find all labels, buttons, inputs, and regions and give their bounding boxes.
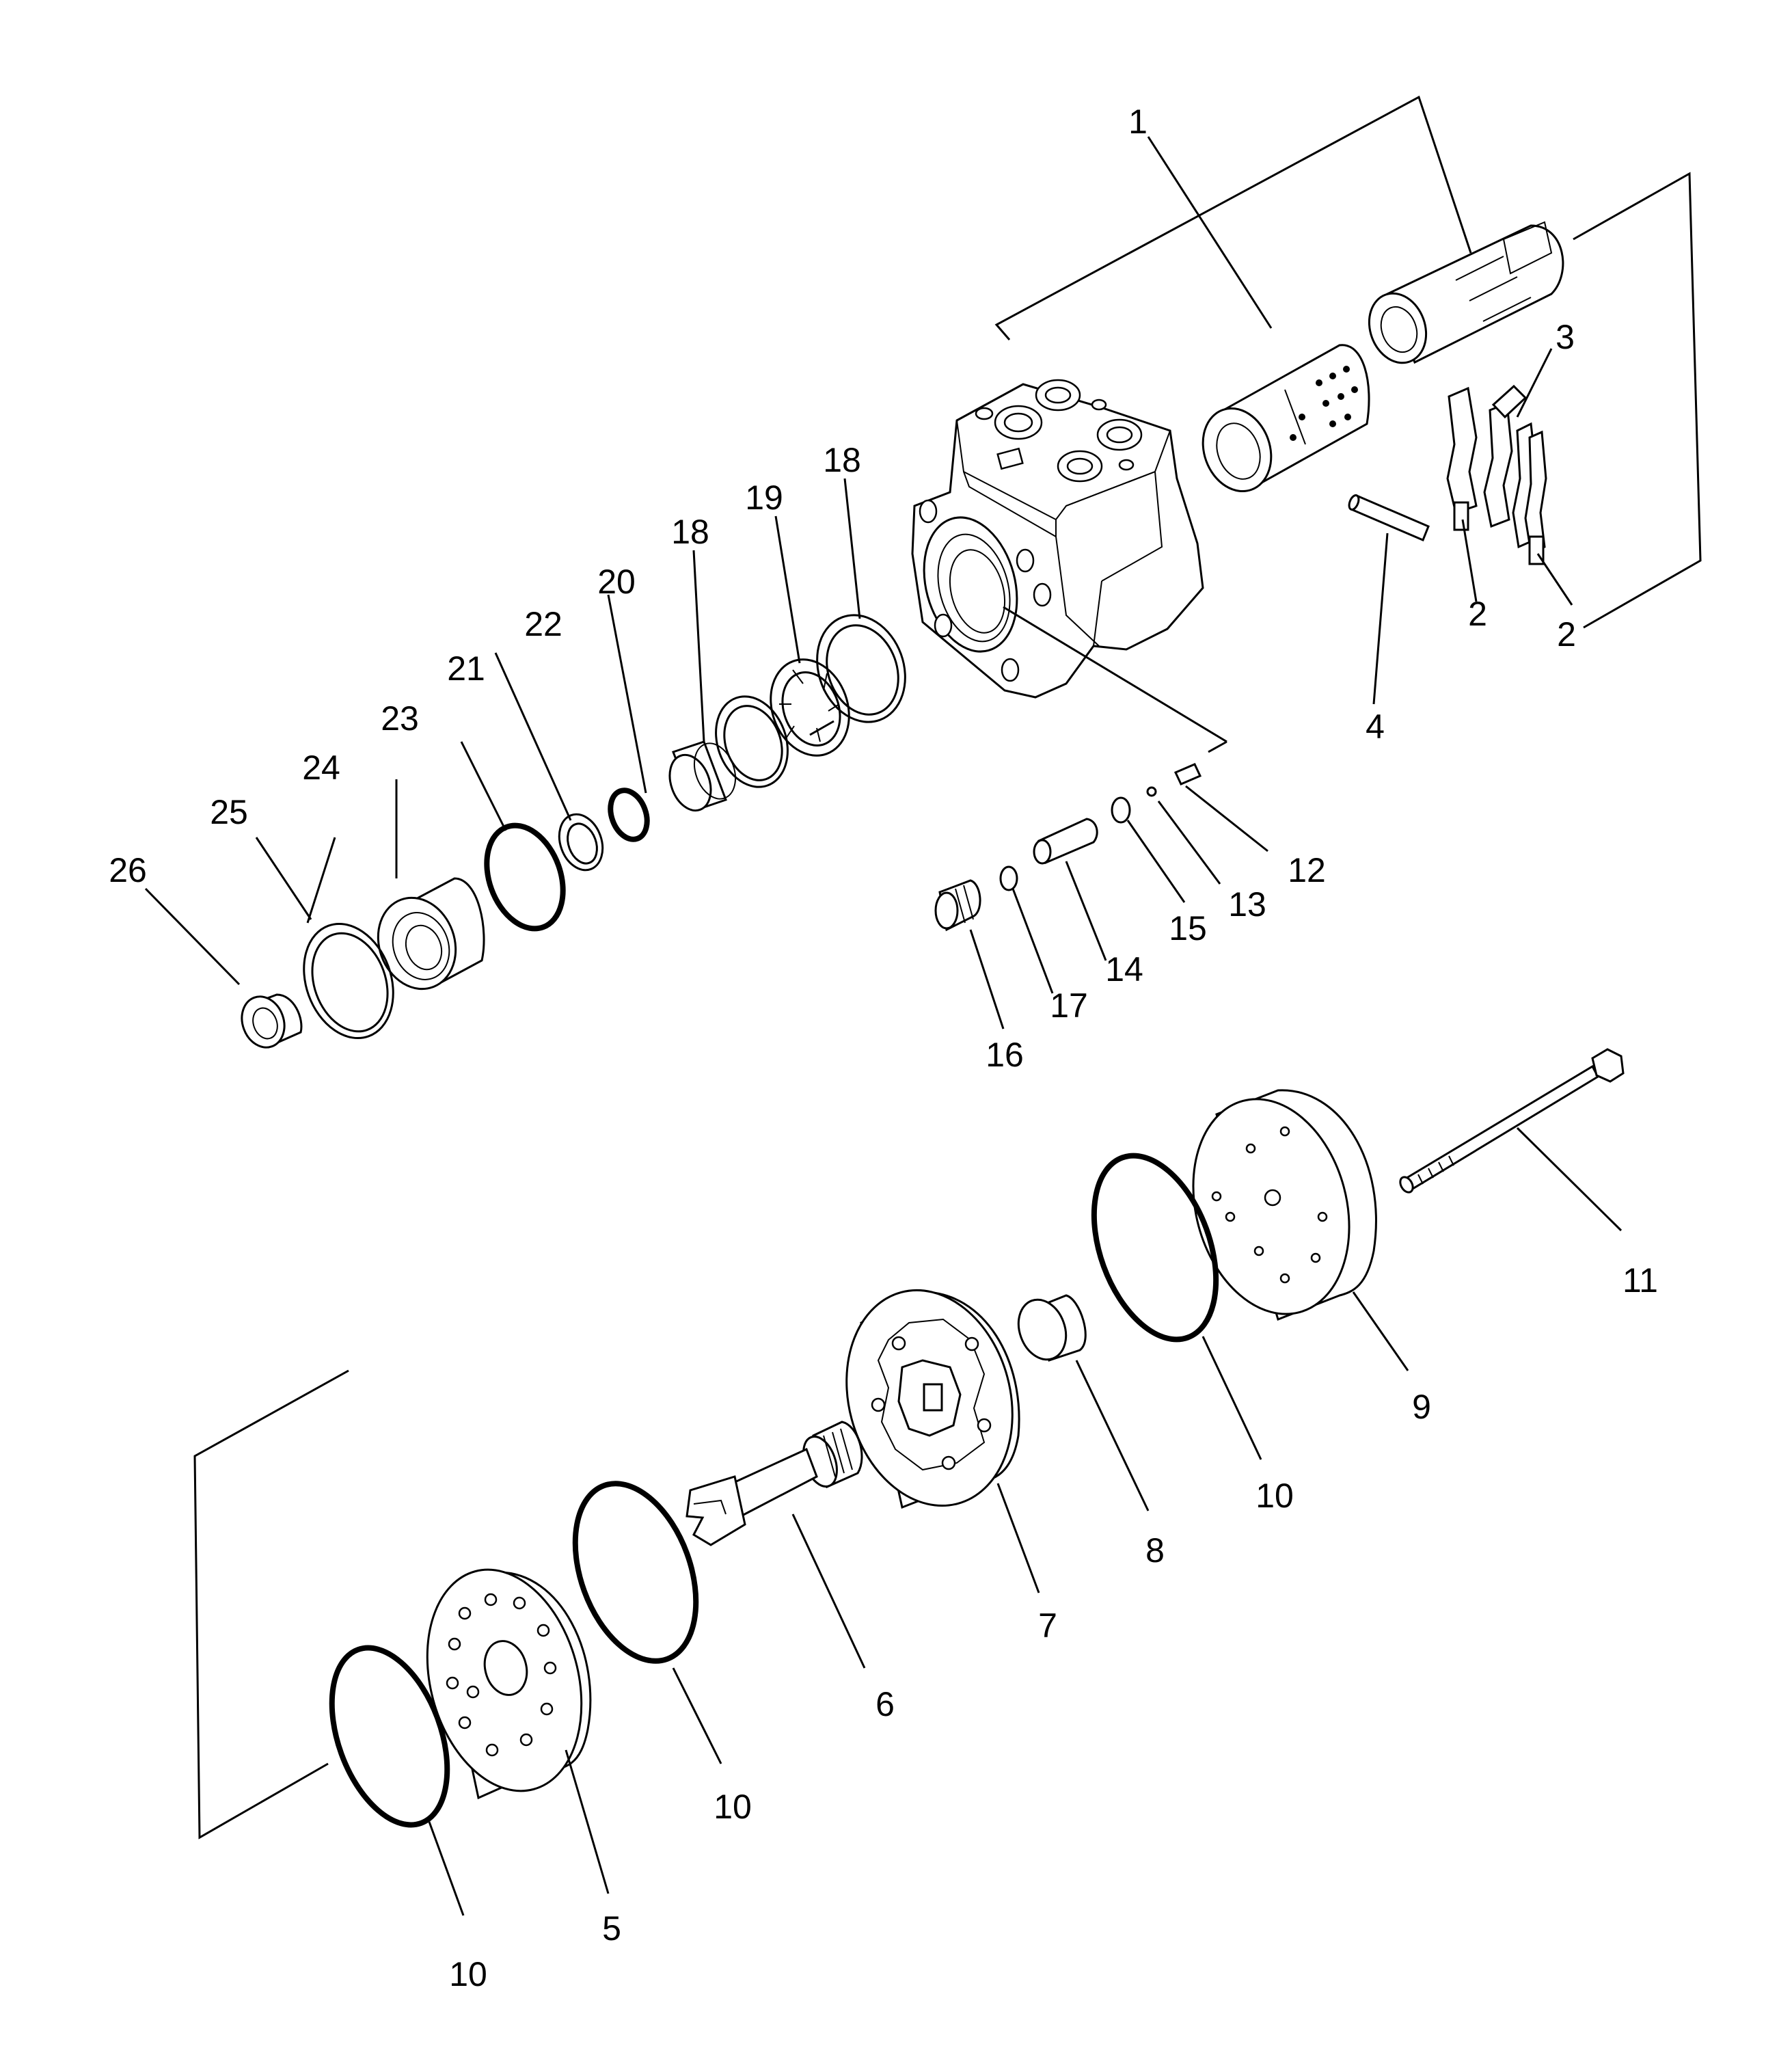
part-19-bearing bbox=[770, 658, 850, 757]
label-part-10a: 10 bbox=[1255, 1477, 1294, 1515]
spool bbox=[1368, 221, 1564, 364]
label-part-24: 24 bbox=[302, 749, 340, 787]
part-7-gerotor bbox=[845, 1289, 1020, 1509]
part-12-plug bbox=[1173, 763, 1202, 785]
part-3-centering-springs bbox=[1446, 384, 1547, 554]
label-part-9: 9 bbox=[1412, 1388, 1431, 1426]
assembly-bracket-bottom bbox=[193, 1369, 349, 1840]
label-part-6: 6 bbox=[875, 1685, 895, 1723]
part-18-ring-lower bbox=[715, 695, 789, 788]
part-5-plate bbox=[426, 1568, 592, 1800]
label-part-22: 22 bbox=[524, 605, 562, 643]
part-1-sleeve bbox=[1202, 344, 1370, 493]
part-23-o-ring bbox=[484, 822, 566, 932]
part-20-bushing bbox=[668, 740, 736, 812]
label-part-17: 17 bbox=[1050, 986, 1088, 1025]
part-21-ring bbox=[558, 813, 604, 872]
part-25-ring bbox=[303, 922, 394, 1040]
label-part-7: 7 bbox=[1038, 1606, 1057, 1645]
part-14-valve bbox=[1037, 818, 1098, 865]
label-part-10c: 10 bbox=[449, 1955, 487, 1993]
part-6-drive-shaft bbox=[685, 1421, 863, 1546]
part-17-o-ring bbox=[999, 865, 1018, 891]
sleeve-holes bbox=[1290, 366, 1358, 441]
part-26-dust-seal bbox=[241, 993, 303, 1049]
label-part-16: 16 bbox=[986, 1036, 1024, 1074]
part-10-o-ring-middle bbox=[572, 1481, 699, 1664]
label-part-1: 1 bbox=[1128, 103, 1148, 141]
part-number-labels: 1 3 2 2 4 12 13 15 14 17 16 18 19 18 20 … bbox=[109, 103, 1658, 1993]
label-part-3: 3 bbox=[1556, 318, 1575, 356]
valve-housing bbox=[911, 379, 1204, 699]
label-part-18a: 18 bbox=[823, 441, 861, 479]
part-4-pin bbox=[1348, 494, 1430, 541]
leader-lines bbox=[144, 136, 1623, 1916]
label-part-5: 5 bbox=[602, 1909, 621, 1948]
label-part-14: 14 bbox=[1105, 950, 1143, 988]
assembly-bracket-top bbox=[994, 95, 1702, 629]
check-valve-parts bbox=[934, 606, 1227, 932]
part-13-ball bbox=[1146, 786, 1157, 797]
label-part-26: 26 bbox=[109, 851, 147, 889]
label-part-15: 15 bbox=[1169, 909, 1207, 947]
label-part-20: 20 bbox=[597, 563, 636, 601]
part-15-o-ring bbox=[1111, 796, 1131, 824]
label-part-25: 25 bbox=[210, 793, 248, 831]
label-part-2a: 2 bbox=[1468, 595, 1487, 633]
label-part-2b: 2 bbox=[1557, 615, 1576, 654]
label-part-21: 21 bbox=[447, 649, 485, 688]
label-part-18b: 18 bbox=[671, 513, 709, 551]
label-part-8: 8 bbox=[1145, 1531, 1165, 1570]
label-part-19: 19 bbox=[745, 479, 783, 517]
seal-stack bbox=[241, 614, 906, 1049]
part-10-o-ring-lower bbox=[329, 1645, 450, 1828]
part-9-end-cap bbox=[1192, 1089, 1377, 1321]
part-18-ring-upper bbox=[816, 614, 906, 723]
label-part-10b: 10 bbox=[714, 1788, 752, 1826]
part-10-o-ring-upper bbox=[1091, 1153, 1219, 1343]
part-24-seal-housing bbox=[377, 877, 485, 991]
part-8-spacer bbox=[1017, 1294, 1087, 1362]
label-part-11: 11 bbox=[1623, 1261, 1658, 1300]
part-11-bolt bbox=[1399, 1048, 1625, 1194]
part-22-o-ring bbox=[608, 788, 650, 842]
label-part-4: 4 bbox=[1366, 708, 1385, 746]
label-part-12: 12 bbox=[1288, 851, 1326, 889]
label-part-13: 13 bbox=[1228, 885, 1266, 924]
label-part-23: 23 bbox=[381, 699, 419, 738]
